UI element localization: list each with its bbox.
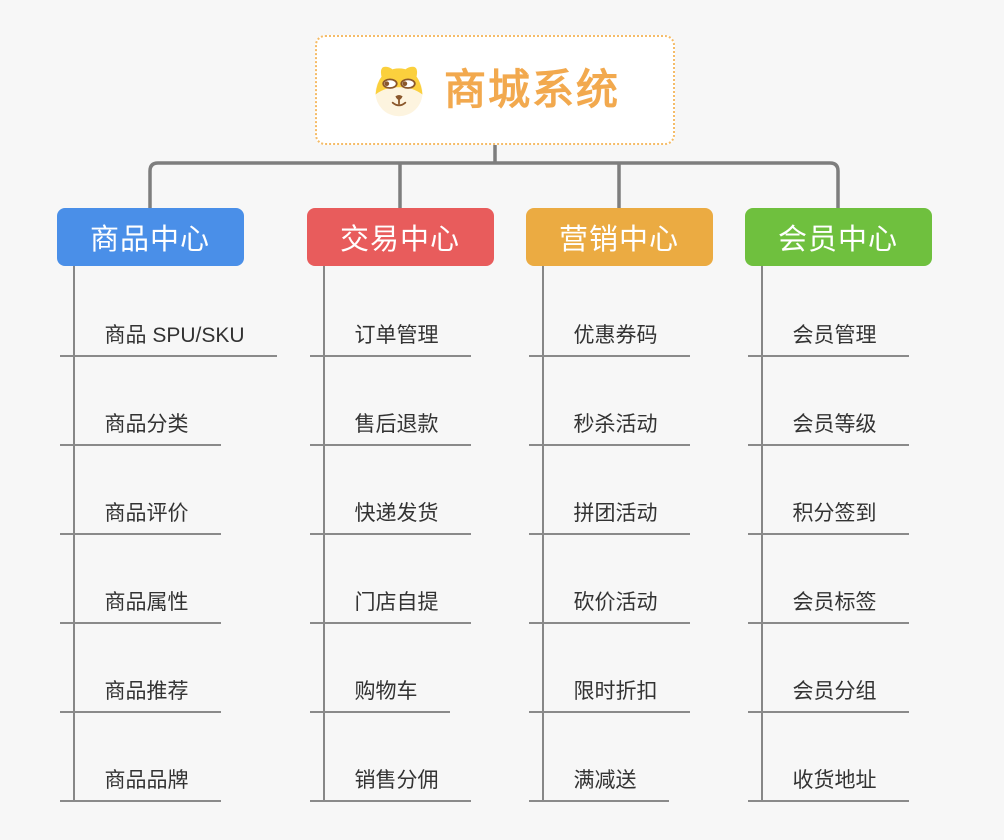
leaf-node[interactable]: 商品评价 <box>59 500 221 535</box>
leaf-node[interactable]: 销售分佣 <box>309 767 471 802</box>
branch-node[interactable]: 交易中心 <box>306 208 494 266</box>
root-title: 商城系统 <box>443 66 620 113</box>
branch-node[interactable]: 商品中心 <box>56 208 244 266</box>
branch-node[interactable]: 会员中心 <box>744 208 932 266</box>
leaf-node[interactable]: 商品品牌 <box>59 767 221 802</box>
leaf-node[interactable]: 商品 SPU/SKU <box>59 322 277 357</box>
leaf-node[interactable]: 商品推荐 <box>59 678 221 713</box>
leaf-node[interactable]: 限时折扣 <box>528 678 690 713</box>
leaf-node[interactable]: 快递发货 <box>309 500 471 535</box>
leaf-node[interactable]: 商品分类 <box>59 411 221 446</box>
leaf-node[interactable]: 会员分组 <box>747 678 909 713</box>
branch-label: 会员中心 <box>777 224 898 256</box>
leaf-node[interactable]: 门店自提 <box>309 589 471 624</box>
leaf-node[interactable]: 商品属性 <box>59 589 221 624</box>
branch-label: 商品中心 <box>89 224 210 256</box>
leaf-node[interactable]: 满减送 <box>528 767 669 802</box>
branch-label: 营销中心 <box>558 224 679 256</box>
leaf-node[interactable]: 购物车 <box>309 678 450 713</box>
leaf-node[interactable]: 售后退款 <box>309 411 471 446</box>
leaf-node[interactable]: 会员等级 <box>747 411 909 446</box>
leaf-node[interactable]: 砍价活动 <box>528 589 690 624</box>
leaf-node[interactable]: 收货地址 <box>747 767 909 802</box>
leaf-node[interactable]: 积分签到 <box>747 500 909 535</box>
root-node[interactable]: 商城系统 <box>315 35 675 145</box>
leaf-node[interactable]: 优惠券码 <box>528 322 690 357</box>
branch-node[interactable]: 营销中心 <box>525 208 713 266</box>
leaf-node[interactable]: 秒杀活动 <box>528 411 690 446</box>
leaf-node[interactable]: 会员管理 <box>747 322 909 357</box>
dog-face-icon <box>370 62 428 118</box>
branch-label: 交易中心 <box>339 224 460 256</box>
leaf-node[interactable]: 订单管理 <box>309 322 471 357</box>
leaf-node[interactable]: 拼团活动 <box>528 500 690 535</box>
leaf-node[interactable]: 会员标签 <box>747 589 909 624</box>
